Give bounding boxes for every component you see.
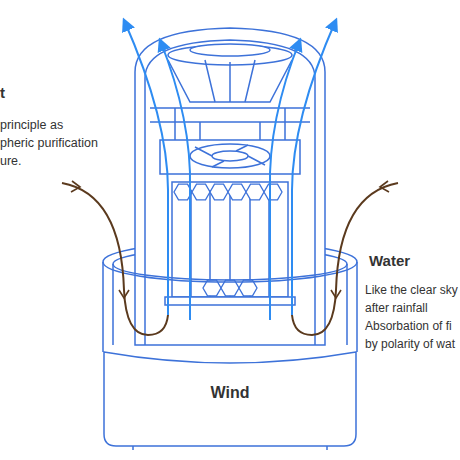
air-flow	[62, 20, 398, 335]
filter-cell	[192, 184, 210, 200]
filter-cell	[264, 184, 282, 200]
base-foot	[133, 446, 327, 450]
filter-cell	[228, 184, 246, 200]
purifier-body	[135, 28, 325, 345]
outflow-arrow	[124, 20, 168, 315]
base-inner-rim-front	[113, 264, 347, 280]
intake-flow	[62, 183, 168, 335]
section-body: principle as pheric purification ure.	[0, 116, 99, 170]
cylinder-inner-wall	[145, 40, 315, 345]
base-rim-front	[103, 262, 357, 282]
housing-band	[150, 108, 310, 122]
flow-chevron	[71, 181, 389, 298]
part-label: Wind	[103, 384, 357, 402]
base-outline-path	[104, 352, 356, 446]
outlet-funnel	[168, 60, 292, 102]
filter-cell	[246, 184, 264, 200]
outflow-arrow	[160, 40, 190, 320]
top-cap-inner	[190, 44, 270, 56]
base-panel: Wind	[103, 340, 357, 448]
outlet-vane	[205, 60, 255, 102]
filter-cell	[210, 184, 228, 200]
fan-hub	[212, 151, 248, 161]
section-body: Like the clear sky after rainfall Absorb…	[365, 281, 460, 353]
fan	[190, 144, 270, 168]
housing-post	[175, 108, 285, 140]
section-heading: Water	[369, 252, 449, 270]
fan-frame	[160, 140, 300, 174]
cylinder-shell	[135, 28, 325, 345]
fan-blade	[195, 145, 265, 167]
base-front	[103, 262, 357, 282]
section-heading: t	[0, 84, 40, 102]
outflow-arrow	[292, 20, 336, 315]
outflow-arrow	[270, 40, 300, 320]
filter-plate	[165, 297, 295, 305]
